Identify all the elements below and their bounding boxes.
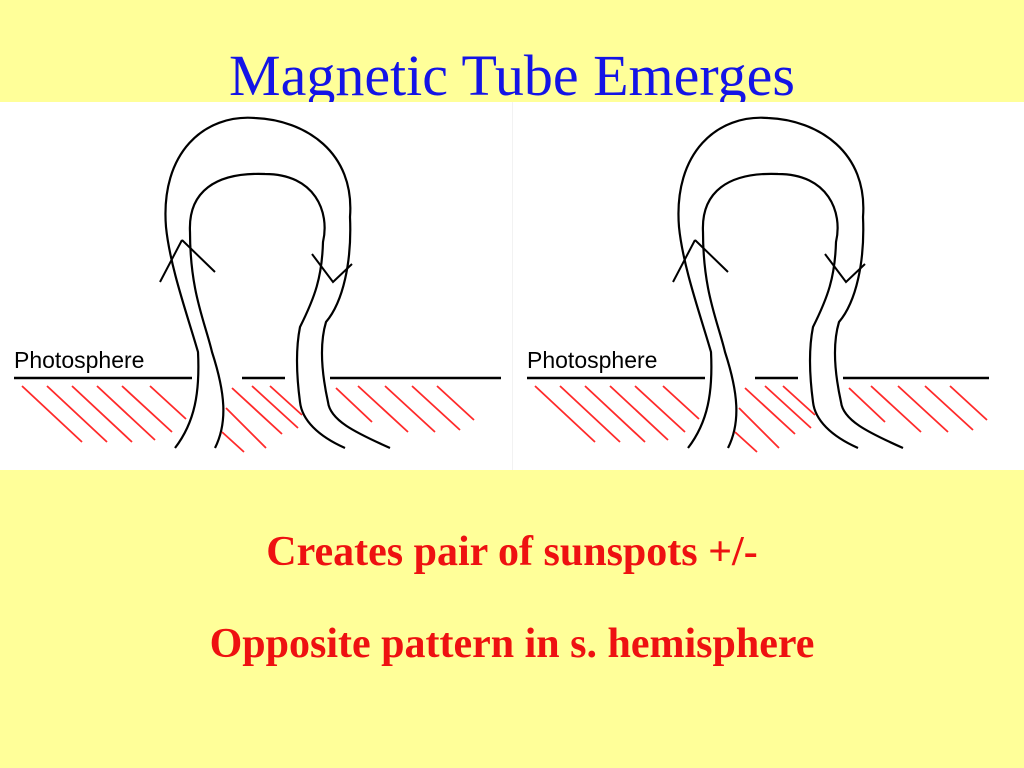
flux-tube-drawing: Photosphere — [14, 116, 501, 453]
hatching — [534, 385, 988, 453]
flux-tube-outer-line — [677, 116, 904, 450]
field-arrow-down — [824, 253, 866, 284]
field-arrow-up — [159, 239, 216, 283]
caption-southern-hemisphere: Opposite pattern in s. hemisphere — [209, 621, 815, 667]
flux-tube-outer-line — [164, 116, 391, 450]
photosphere-label: Photosphere — [527, 347, 657, 373]
flux-tube-inner-line — [188, 172, 346, 450]
field-arrow-up — [672, 239, 729, 283]
flux-tube-drawing: Photosphere — [527, 116, 989, 453]
slide-title: Magnetic Tube Emerges — [229, 43, 795, 108]
flux-tube-diagram-left: Photosphere — [0, 102, 512, 470]
flux-tube-diagram-right: Photosphere — [512, 102, 1024, 470]
hatching — [21, 385, 475, 453]
field-arrow-down — [311, 253, 353, 284]
flux-tube-inner-line — [701, 172, 859, 450]
caption-sunspot-pair: Creates pair of sunspots +/- — [266, 529, 758, 575]
photosphere-label: Photosphere — [14, 347, 144, 373]
